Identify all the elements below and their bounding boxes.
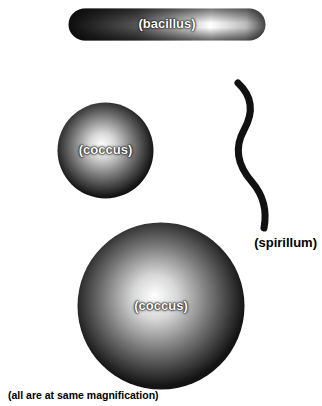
figure-caption: (all are at same magnification): [8, 389, 159, 401]
cell-label: (spirillum): [253, 235, 318, 250]
cell-label: (bacillus): [138, 16, 195, 31]
cell-label: (coccus): [134, 298, 187, 313]
coccus-cell: (coccus): [57, 102, 154, 199]
coccus-cell: (coccus): [77, 222, 245, 390]
spirillum-cell: (spirillum): [212, 78, 320, 254]
spirillum-cell-shape: [212, 78, 320, 254]
bacillus-cell: (bacillus): [68, 8, 266, 41]
cell-label: (coccus): [79, 142, 132, 157]
